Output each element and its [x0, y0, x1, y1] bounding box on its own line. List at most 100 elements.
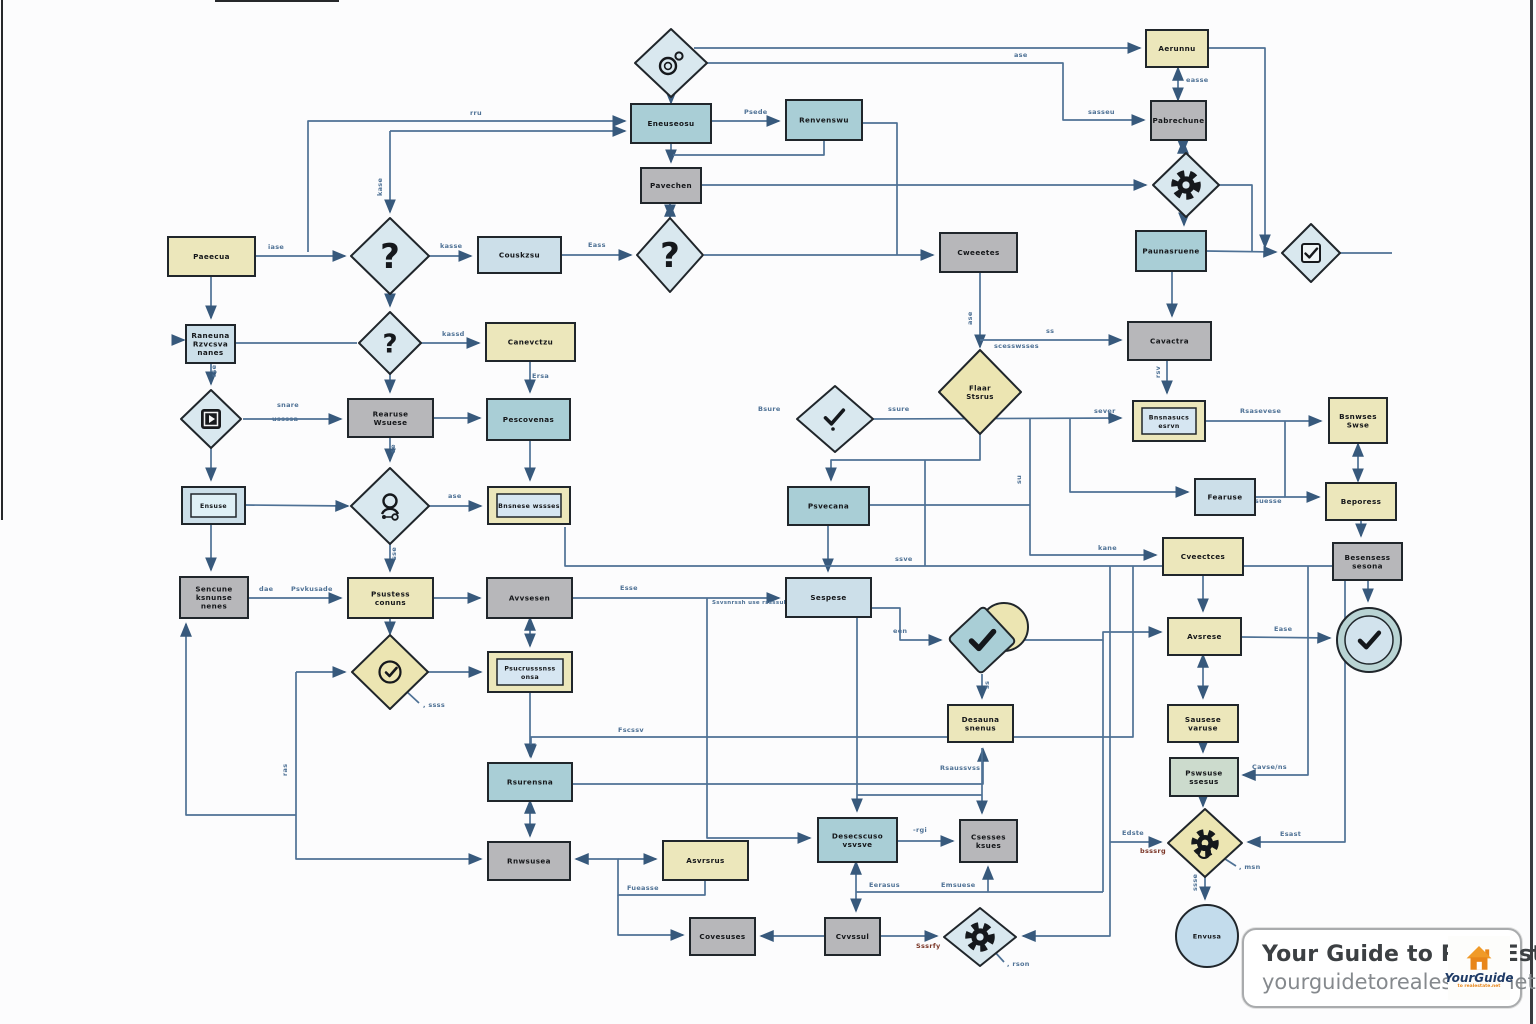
photo-edge-left [1, 0, 3, 520]
process-fearuse: Fearuse [1194, 478, 1256, 516]
gear-decision-top [1152, 152, 1220, 218]
search-decision [634, 28, 708, 98]
edge-label: kasse [440, 242, 463, 250]
connector-line [872, 412, 1123, 425]
edge-label: rse [210, 364, 218, 377]
connector-line [673, 140, 825, 156]
node-label: Covesuses [699, 932, 745, 941]
process-covesuses: Covesuses [689, 917, 756, 956]
edge-label: easse [1186, 76, 1209, 84]
watermark-url: yourguidetorealestate.net [1262, 970, 1536, 994]
edge-label: , msn [1239, 863, 1261, 871]
gear-decision-bottom [943, 907, 1017, 967]
edge-label: Fscssv [618, 726, 644, 734]
edge-label: dae [259, 585, 274, 593]
process-intake: Eneuseosu [630, 103, 712, 144]
connector-line [871, 607, 943, 646]
edge-label: ssse [1191, 873, 1199, 891]
process-paunasruene: Paunasruene [1135, 230, 1207, 272]
edge-label: scesswsses [994, 342, 1039, 350]
node-label: Paeecua [193, 252, 230, 261]
edge-label: kase [376, 178, 384, 196]
watermark-title: Your Guide to Real Estate [1262, 942, 1536, 967]
node-label: Pavechen [650, 181, 692, 190]
connector-line [244, 499, 350, 512]
edge-label: Esast [1280, 830, 1301, 838]
check-decision-1 [796, 385, 874, 453]
edge-label: ussssa [272, 415, 298, 423]
edge-label: Ease [1274, 625, 1293, 633]
question-mark-glyph: ? [660, 236, 680, 276]
photo-edge-top [215, 0, 339, 2]
connector-line [1241, 566, 1309, 781]
edge-label: snare [277, 401, 299, 409]
connector-line [525, 566, 1134, 759]
connector-line [1246, 566, 1346, 848]
node-label: Fearuse [1208, 493, 1243, 502]
edge-label: ss [983, 681, 991, 689]
process-rsurensna: Rsurensna [487, 762, 573, 802]
person-decision [350, 467, 430, 545]
clock-decision [351, 634, 429, 710]
house-icon [1466, 946, 1492, 970]
connector-line [1240, 631, 1332, 644]
edge-label: bsssrg [1140, 847, 1166, 855]
watermark-card: Your Guide to Real Estate yourguidetorea… [1242, 928, 1536, 1008]
connector-line [1205, 245, 1278, 258]
terminal-envusa-circle: Envusa [1175, 904, 1239, 968]
edge-label: Esse [620, 584, 638, 592]
edge-label: Bsure [758, 405, 781, 413]
process-cavactra: Cavactra [1127, 321, 1212, 361]
connector-line [706, 598, 812, 844]
node-label: Asvrsrus [686, 856, 725, 865]
question-decision-2: ? [636, 217, 704, 293]
connector-line [705, 62, 1146, 126]
process-pescovenas: Pescovenas [486, 398, 571, 441]
edge-label: sasseu [1088, 108, 1115, 116]
edge-label: , rson [1007, 960, 1030, 968]
edge-label: sever [1094, 407, 1116, 415]
connector-line [1029, 418, 1158, 561]
node-label: Beporess [1341, 497, 1382, 506]
edge-label: ase [966, 311, 974, 325]
connector-line [180, 622, 296, 816]
connector-line [825, 433, 981, 482]
node-label: Bnsnese wssses [498, 503, 560, 510]
process-couskzsu: Couskzsu [477, 236, 562, 274]
node-label: Aerunnu [1158, 44, 1195, 53]
process-cveectces: Cveectces [1162, 537, 1244, 576]
connector-line [1284, 421, 1321, 503]
edge-label: se [389, 444, 397, 453]
edge-label: Eerasus [869, 881, 900, 889]
edge-label: Psvkusade [291, 585, 333, 593]
question-decision-1: ? [350, 217, 430, 295]
edge-label: ase [1014, 51, 1028, 59]
edge-label: Rsaussvss [940, 764, 980, 772]
export-decision [180, 389, 242, 449]
node-label: Rsurensna [507, 778, 553, 787]
edge-label: ras [281, 764, 289, 776]
process-cweeetes: Cweeetes [939, 232, 1018, 273]
process-avvsesen: Avvsesen [486, 577, 573, 619]
connector-line [564, 527, 1345, 567]
process-beporess: Beporess [1325, 482, 1397, 521]
edge-label: een [893, 627, 907, 635]
connector-line [1016, 626, 1163, 641]
